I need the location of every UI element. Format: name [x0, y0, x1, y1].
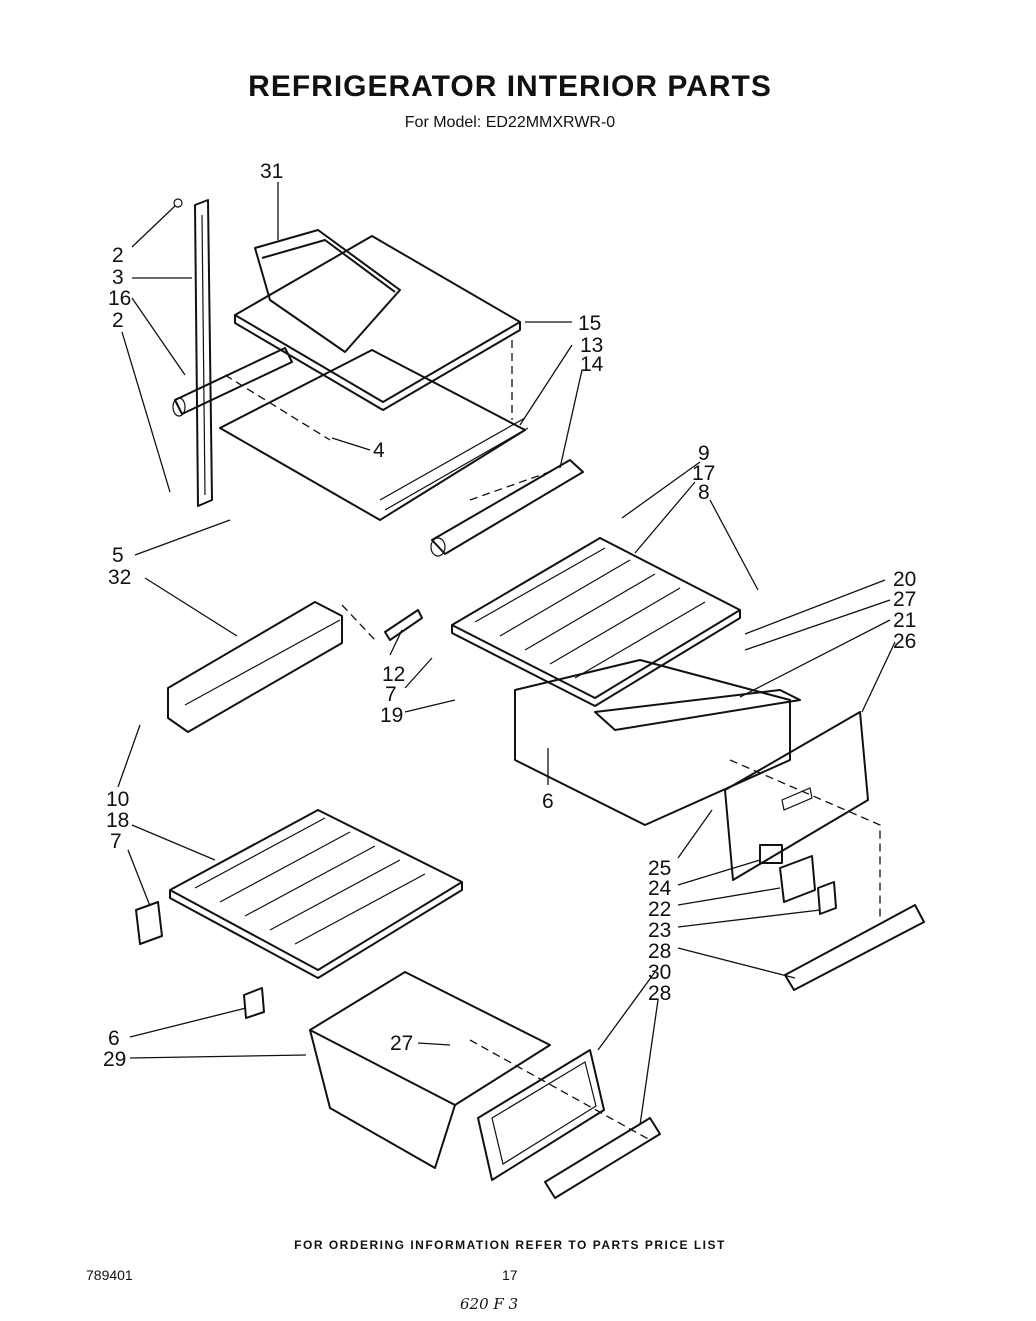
meat-pan-29	[309, 971, 551, 1169]
callout-20: 20	[893, 568, 916, 591]
callout-6-upper: 6	[542, 790, 554, 813]
callout-5: 5	[112, 544, 124, 567]
callout-8: 8	[698, 481, 710, 504]
callout-14: 14	[580, 353, 604, 376]
utility-bin	[254, 229, 401, 353]
trim-28-lower	[544, 1117, 661, 1199]
callout-27-upper: 27	[893, 588, 916, 611]
callout-25: 25	[648, 857, 671, 880]
upper-shelf-frame	[219, 349, 529, 521]
shelf-rail	[173, 198, 213, 507]
callout-32: 32	[108, 566, 131, 589]
callout-28-upper: 28	[648, 940, 671, 963]
clip-23	[817, 881, 837, 915]
page-title: REFRIGERATOR INTERIOR PARTS	[248, 70, 772, 103]
callout-26: 26	[893, 630, 916, 653]
callout-10: 10	[106, 788, 129, 811]
crisper-cover-32	[167, 601, 343, 733]
callout-18: 18	[106, 809, 129, 832]
document-number: 789401	[86, 1267, 133, 1283]
handwritten-note: 620 F 3	[460, 1295, 519, 1313]
latch-22	[779, 855, 816, 903]
callout-19: 19	[380, 704, 403, 727]
bracket-7-lower	[135, 901, 163, 945]
callout-15: 15	[578, 312, 601, 335]
pin-12	[384, 609, 423, 641]
callout-22: 22	[648, 898, 671, 921]
callout-21: 21	[893, 609, 916, 632]
callout-9: 9	[698, 442, 710, 465]
callout-28-lower: 28	[648, 982, 671, 1005]
crisper-front-26	[724, 711, 869, 881]
page-number: 17	[502, 1267, 518, 1283]
callout-3: 3	[112, 266, 124, 289]
callout-23: 23	[648, 919, 671, 942]
bracket-6-lower	[243, 987, 265, 1019]
callout-27-lower: 27	[390, 1032, 413, 1055]
model-subtitle: For Model: ED22MMXRWR-0	[404, 114, 616, 131]
shelf-trim-tube	[430, 459, 584, 557]
pan-front-30	[477, 1049, 605, 1181]
callout-30: 30	[648, 961, 671, 984]
callout-31: 31	[260, 160, 283, 183]
callout-labels: 31 2 3 16 2 15 13 14 4 5 32 9 17 8 20 27…	[103, 160, 916, 1071]
callout-16: 16	[108, 287, 131, 310]
trim-28-upper	[784, 904, 925, 991]
callout-24: 24	[648, 877, 672, 900]
crisper-shelf-18	[169, 809, 463, 979]
callout-17: 17	[692, 462, 715, 485]
ordering-note: FOR ORDERING INFORMATION REFER TO PARTS …	[294, 1238, 726, 1252]
crisper-shelf-17	[451, 537, 741, 707]
upper-glass-shelf	[234, 235, 521, 411]
front-trim-16	[172, 347, 293, 417]
callout-29: 29	[103, 1048, 126, 1071]
callout-7-upper: 7	[385, 683, 397, 706]
crisper-drawer-upper	[514, 659, 801, 826]
callout-2-lower: 2	[112, 309, 124, 332]
callout-4: 4	[373, 439, 385, 462]
callout-6-lower: 6	[108, 1027, 120, 1050]
leader-lines	[117, 182, 896, 1126]
callout-2-top: 2	[112, 244, 124, 267]
handle-24	[759, 844, 783, 864]
callout-7-lower: 7	[110, 830, 122, 853]
callout-12: 12	[382, 663, 405, 686]
callout-13: 13	[580, 334, 603, 357]
